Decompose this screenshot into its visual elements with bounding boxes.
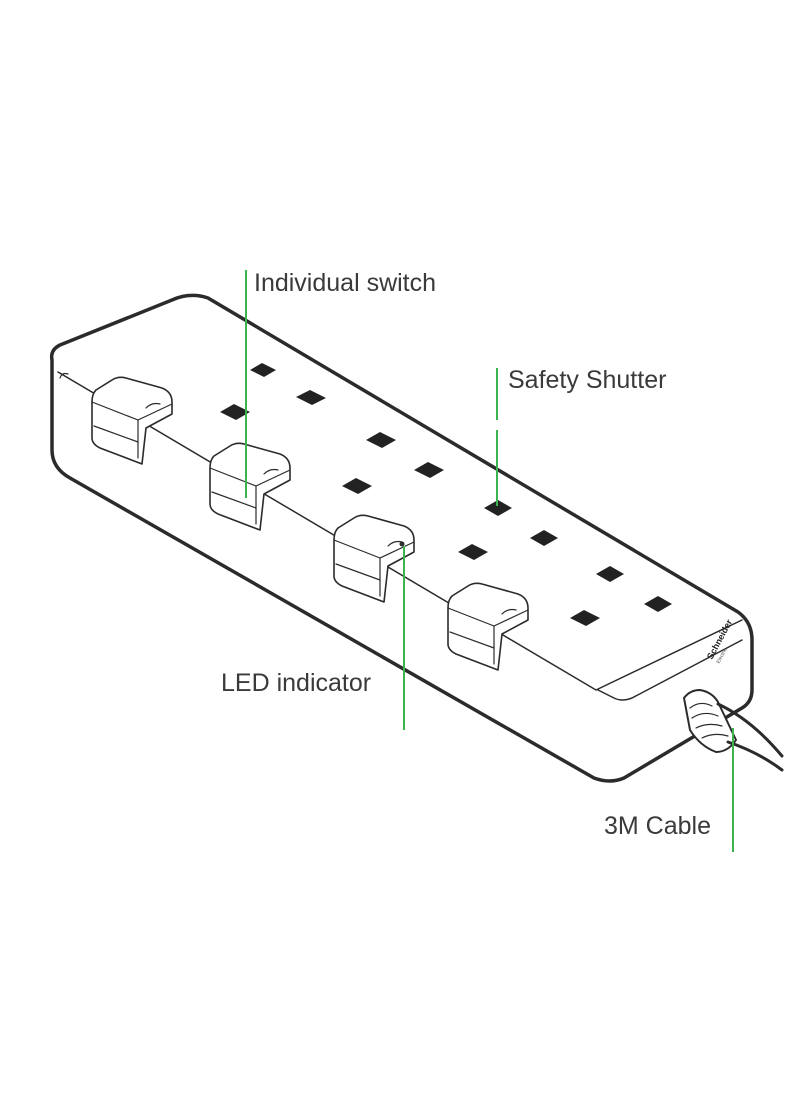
individual-switch-icon: [333, 514, 415, 603]
socket-slot-icon: [458, 544, 488, 560]
socket-slot-icon: [250, 363, 276, 377]
socket-slot-icon: [484, 500, 512, 516]
cable-grommet-icon: [683, 689, 737, 753]
socket-slot-icon: [644, 596, 672, 612]
socket-slot-icon: [570, 610, 600, 626]
led-indicator-icon: [399, 541, 405, 547]
individual-switch-icon: [91, 376, 173, 465]
callout-individual-switch: Individual switch: [254, 269, 437, 297]
strip-body-outline: [49, 293, 754, 783]
socket-slot-icon: [296, 390, 326, 405]
callout-led-indicator: LED indicator: [221, 669, 372, 697]
socket-slot-icon: [366, 432, 396, 448]
cable: [716, 702, 784, 758]
socket-slot-icon: [414, 462, 444, 478]
end-cap-panel: [597, 639, 743, 701]
strip-side-edge: [59, 372, 69, 379]
socket-slot-icon: [530, 530, 558, 546]
socket-slot-icon: [342, 478, 372, 494]
socket-slot-icon: [220, 404, 250, 420]
callout-cable: 3M Cable: [604, 812, 711, 840]
individual-switch-icon: [209, 442, 291, 531]
callout-safety-shutter: Safety Shutter: [508, 366, 667, 394]
individual-switch-icon: [447, 582, 529, 671]
brand-logo: Schneider Electric: [705, 617, 734, 664]
socket-slot-icon: [596, 566, 624, 582]
